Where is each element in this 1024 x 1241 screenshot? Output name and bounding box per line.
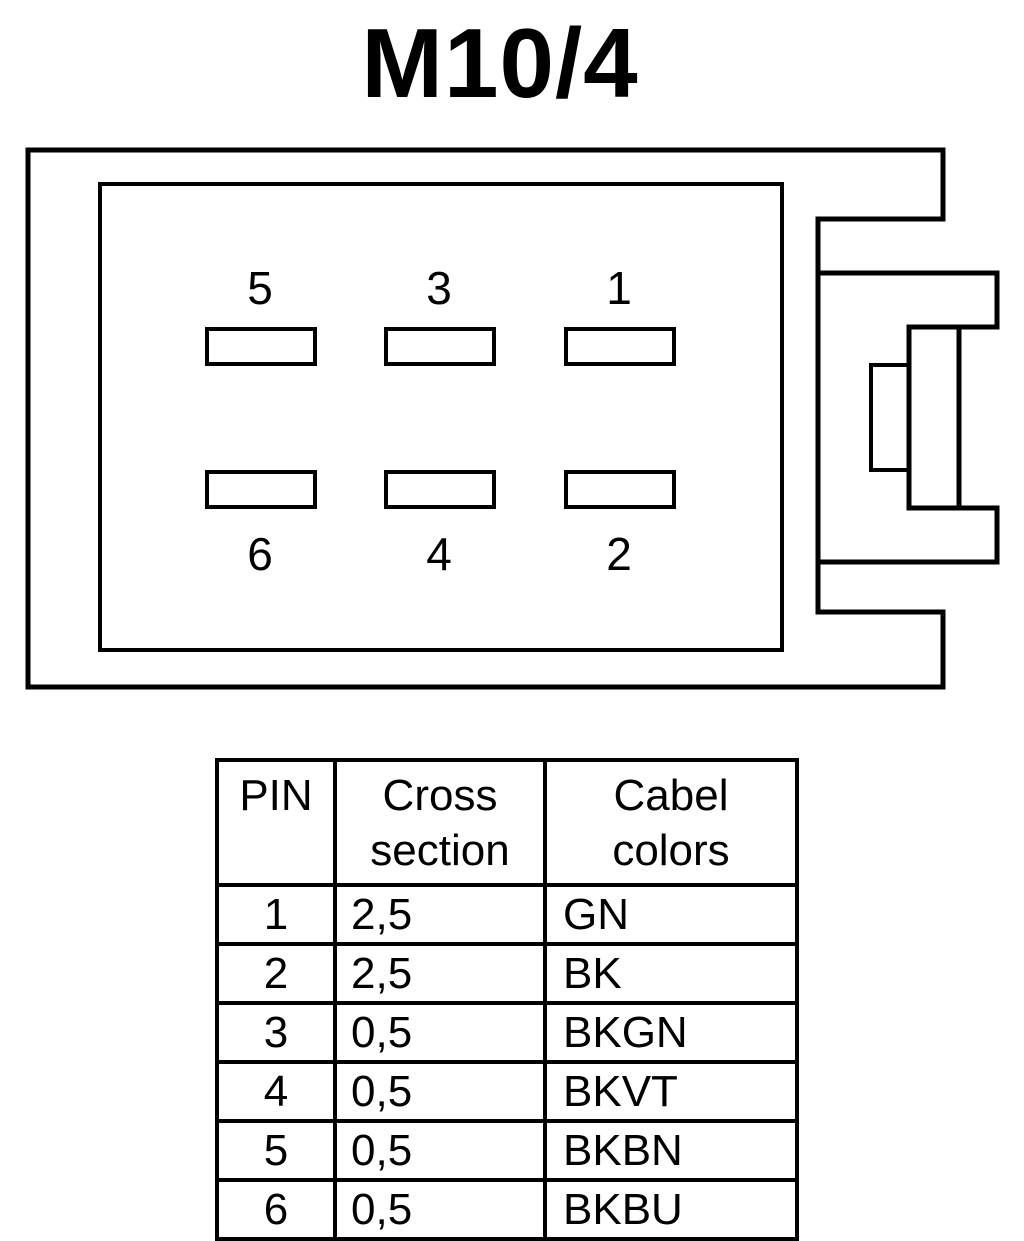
cell-color: BKBU	[543, 1178, 799, 1241]
cell-color: BKBN	[543, 1119, 799, 1182]
connector-cavity	[98, 182, 784, 652]
cell-cross-section: 0,5	[333, 1178, 547, 1241]
cell-cross-section: 2,5	[333, 942, 547, 1005]
pin-label-2: 2	[606, 528, 632, 580]
header-pin: PIN	[215, 758, 337, 887]
table-row: 4 0,5 BKVT	[215, 1060, 799, 1123]
cell-color: BKVT	[543, 1060, 799, 1123]
cell-pin: 1	[215, 883, 337, 946]
connector-housing-outline	[25, 147, 946, 690]
pin-label-1: 1	[606, 262, 632, 314]
table-row: 2 2,5 BK	[215, 942, 799, 1005]
pin-slot-3	[384, 327, 496, 366]
table-row: 1 2,5 GN	[215, 883, 799, 946]
pin-label-3: 3	[426, 262, 452, 314]
table-row: 5 0,5 BKBN	[215, 1119, 799, 1182]
cell-cross-section: 2,5	[333, 883, 547, 946]
pin-label-4: 4	[426, 528, 452, 580]
connector-diagram: 5 3 1 6 4 2	[25, 147, 1000, 690]
table-row: 6 0,5 BKBU	[215, 1178, 799, 1241]
cell-color: BK	[543, 942, 799, 1005]
latch-tab	[906, 324, 962, 511]
latch-button	[869, 363, 911, 472]
pin-label-5: 5	[247, 262, 273, 314]
cell-pin: 5	[215, 1119, 337, 1182]
diagram-title: M10/4	[361, 8, 639, 118]
pin-slot-4	[384, 470, 496, 509]
cell-pin: 2	[215, 942, 337, 1005]
cell-color: GN	[543, 883, 799, 946]
cell-pin: 6	[215, 1178, 337, 1241]
pin-slot-1	[564, 327, 676, 366]
pin-slot-2	[564, 470, 676, 509]
pin-slot-5	[205, 327, 317, 366]
pin-label-6: 6	[247, 528, 273, 580]
cell-pin: 3	[215, 1001, 337, 1064]
cell-color: BKGN	[543, 1001, 799, 1064]
cell-cross-section: 0,5	[333, 1060, 547, 1123]
pin-slot-6	[205, 470, 317, 509]
cell-pin: 4	[215, 1060, 337, 1123]
cell-cross-section: 0,5	[333, 1119, 547, 1182]
cell-cross-section: 0,5	[333, 1001, 547, 1064]
table-row: 3 0,5 BKGN	[215, 1001, 799, 1064]
